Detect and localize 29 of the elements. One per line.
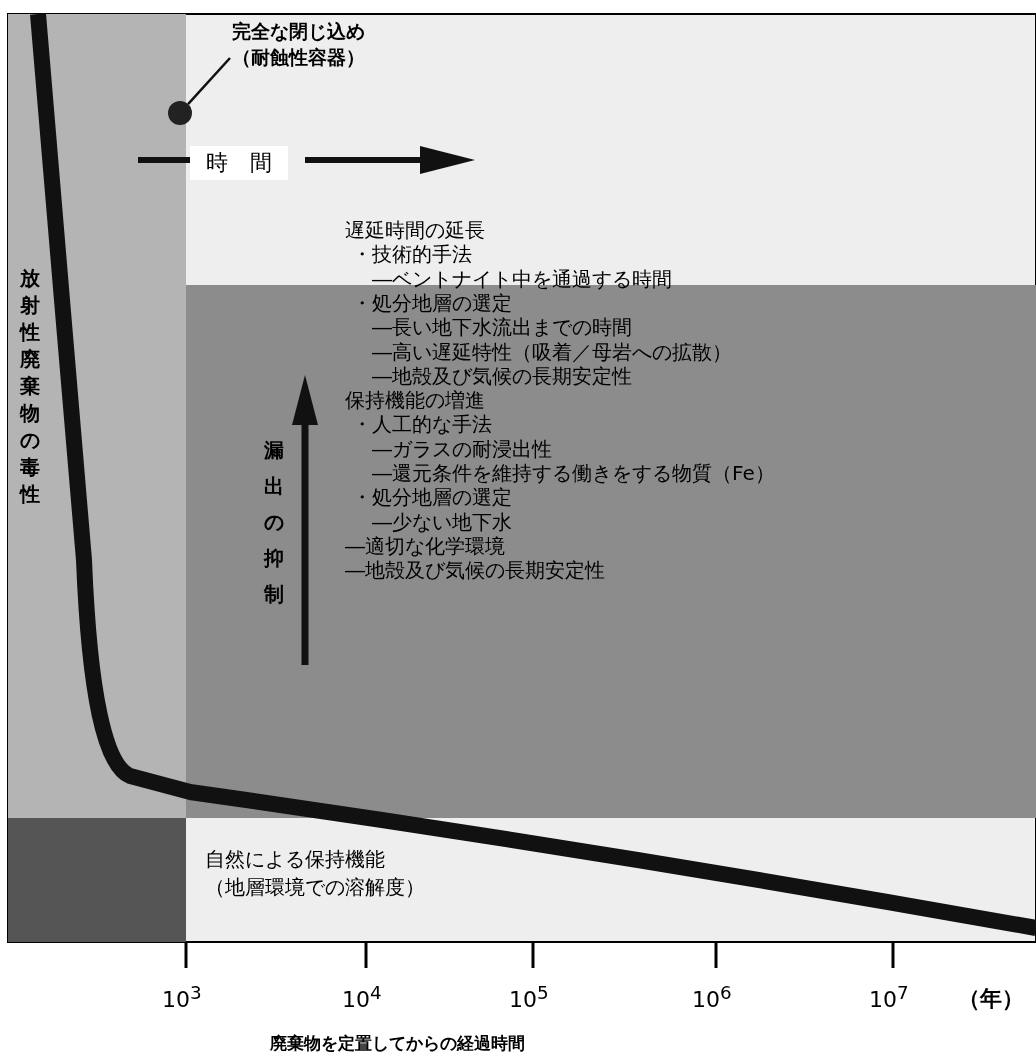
tick-label: 10$^{4}$ [342, 982, 382, 1013]
list-item: ―適切な化学環境 [345, 533, 505, 558]
list-item: ―還元条件を維持する働きをする物質（Fe） [372, 461, 775, 485]
list-item: ・人工的な手法 [352, 412, 492, 437]
heading-text: 保持機能の増進 [345, 388, 485, 413]
axis-label: 放射性廃棄物の毒性 [19, 265, 41, 508]
list-item: ―地殻及び気候の長期安定性 [345, 558, 605, 583]
list-item: ―ベントナイト中を通過する時間 [372, 266, 672, 291]
list-item: ・処分地層の選定 [352, 290, 512, 315]
list-item: ・技術的手法 [352, 242, 472, 267]
list-item: ―地殻及び気候の長期安定性 [372, 363, 632, 388]
callout-text: 完全な閉じ込め（耐蝕性容器） [232, 18, 402, 70]
tick-label: 10$^{5}$ [509, 982, 549, 1013]
annotation-text: 自然による保持機能（地層環境での溶解度） [205, 846, 426, 901]
leader-line [187, 57, 231, 105]
tick-label: 10$^{7}$ [869, 982, 909, 1013]
annotation-text: 漏出の抑制 [263, 437, 285, 608]
list-item: ―長い地下水流出までの時間 [372, 315, 632, 340]
container-dot [168, 101, 192, 125]
axis-label: 時 間 [190, 146, 288, 180]
list-item: ―高い遅延特性（吸着／母岩への拡散） [372, 339, 732, 364]
heading-text: 遅延時間の延長 [345, 218, 485, 242]
list-item: ―ガラスの耐浸出性 [372, 436, 552, 461]
list-item: ・処分地層の選定 [352, 485, 512, 510]
list-item: ―少ない地下水 [372, 509, 512, 534]
axis-title: 廃棄物を定置してからの経過時間 [270, 1032, 525, 1055]
tick-label: 10$^{3}$ [162, 982, 202, 1013]
tick-label: 10$^{6}$ [692, 982, 732, 1013]
unit-label: （年） [958, 985, 1024, 1013]
